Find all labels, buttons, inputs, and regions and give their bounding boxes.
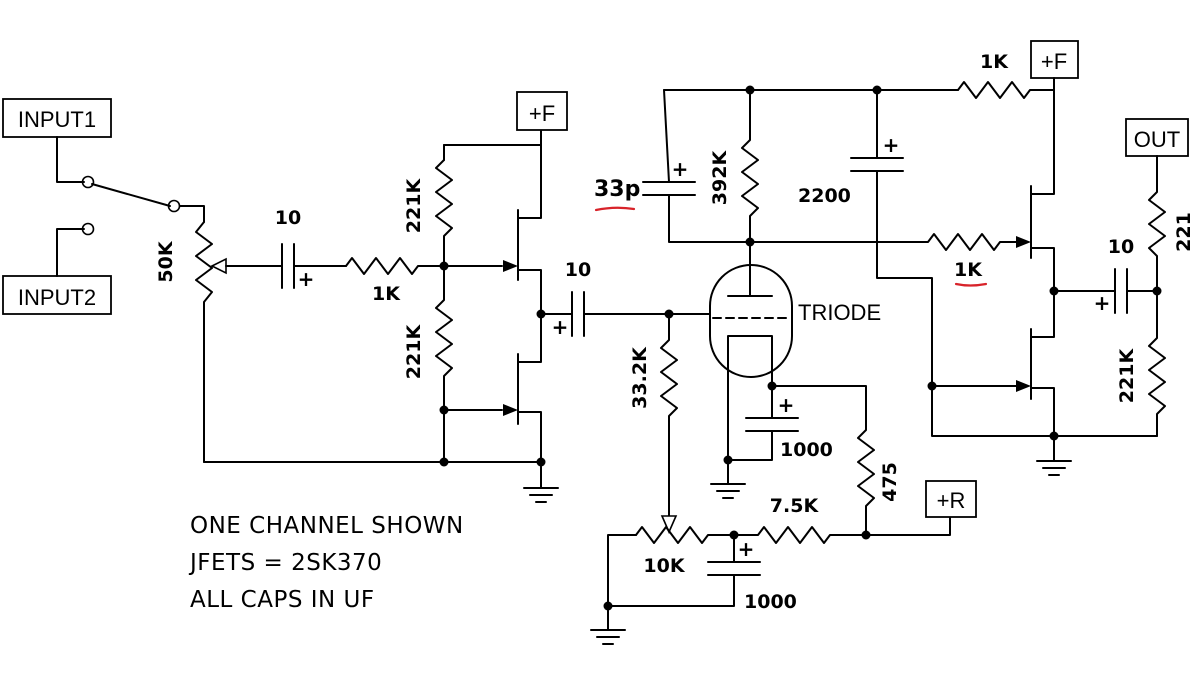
- cap-miller-value: 33p: [594, 177, 640, 202]
- input1-terminal: INPUT1: [2, 98, 112, 138]
- cap-output-value: 10: [1108, 236, 1134, 258]
- res-grid-bias-value: 33.2K: [629, 346, 651, 409]
- tube-label: TRIODE: [798, 300, 881, 325]
- supply-r-label: +R: [937, 488, 966, 513]
- supply-bypass-capacitor: + 2200: [798, 89, 933, 387]
- feed-resistor: 1K: [876, 51, 1055, 99]
- output-series-resistor: 221: [1148, 155, 1195, 292]
- note-line-3: ALL CAPS IN UF: [190, 587, 375, 613]
- input1-label: INPUT1: [18, 107, 96, 132]
- cap-bypass-value: 2200: [798, 185, 851, 207]
- cap-cathode-value: 1000: [780, 439, 833, 461]
- pot-bias-value: 10K: [643, 555, 685, 577]
- supply-r-terminal: +R: [925, 480, 977, 518]
- output-coupling-capacitor: 10 +: [1094, 236, 1135, 315]
- notes-block: ONE CHANNEL SHOWN JFETS = 2SK370 ALL CAP…: [188, 513, 464, 613]
- supply-f-right-terminal: +F: [1030, 40, 1079, 79]
- ground-symbol-cathode: [710, 459, 746, 499]
- jfet-lower-output: [931, 290, 1055, 437]
- plus-mark: +: [552, 315, 569, 339]
- res-bias-top-value: 221K: [403, 178, 425, 234]
- output-gate-resistor: 1K: [749, 233, 1031, 287]
- supply-f-left-terminal: +F: [516, 91, 568, 131]
- plus-mark: +: [738, 537, 755, 561]
- jfet-lower-input: [443, 313, 542, 463]
- input2-terminal: INPUT2: [2, 275, 112, 315]
- res-gate-value: 1K: [372, 283, 401, 305]
- output-label: OUT: [1134, 127, 1180, 152]
- plus-mark: +: [883, 133, 900, 157]
- res-supply-value: 7.5K: [770, 495, 820, 517]
- cap-coupling-value: 10: [565, 259, 591, 281]
- plus-mark: +: [672, 157, 689, 181]
- res-output-series-value: 221: [1173, 212, 1195, 252]
- input2-label: INPUT2: [18, 285, 96, 310]
- supply-resistor: 7.5K: [733, 495, 867, 544]
- bias-resistor-bottom: 221K: [403, 265, 453, 411]
- note-line-2: JFETS = 2SK370: [188, 550, 382, 576]
- ground-symbol-output: [1036, 435, 1072, 476]
- output-shunt-resistor: 221K: [1116, 290, 1166, 437]
- res-output-shunt-value: 221K: [1116, 348, 1138, 404]
- res-cathode-value: 475: [879, 462, 901, 502]
- gate-resistor: 1K: [345, 257, 445, 305]
- ground-symbol-left: [523, 461, 559, 503]
- plus-mark: +: [778, 393, 795, 417]
- jfet-upper-output: [1030, 89, 1055, 292]
- cap-input-value: 10: [275, 207, 301, 229]
- grid-bias-resistor: 33.2K: [629, 313, 678, 534]
- bias-potentiometer: 10K: [635, 526, 735, 577]
- cathode-bypass-capacitor: + 1000: [727, 385, 833, 461]
- supply-f-right-label: +F: [1041, 49, 1067, 74]
- plus-mark: +: [1094, 291, 1111, 315]
- jfet-upper-input: [443, 144, 542, 315]
- res-plate-value: 392K: [709, 150, 731, 206]
- supply-filter-capacitor: + 1000: [607, 534, 797, 613]
- res-out-gate-value: 1K: [954, 259, 983, 281]
- plate-resistor: 392K: [709, 89, 759, 243]
- input-selector-switch: [56, 136, 205, 277]
- output-terminal: OUT: [1125, 118, 1189, 157]
- cathode-resistor: 475: [771, 385, 901, 536]
- res-feed-value: 1K: [980, 51, 1009, 73]
- ground-symbol-bias: [590, 605, 626, 645]
- input-coupling-capacitor: 10 +: [275, 207, 315, 291]
- pot-volume-value: 50K: [155, 240, 177, 282]
- note-line-1: ONE CHANNEL SHOWN: [190, 513, 464, 539]
- triode-tube: TRIODE: [709, 241, 881, 461]
- bias-resistor-top: 221K: [403, 159, 453, 267]
- plus-mark: +: [298, 267, 315, 291]
- volume-potentiometer: 50K: [155, 221, 227, 463]
- grid-coupling-capacitor: 10 +: [552, 259, 592, 339]
- supply-f-left-label: +F: [529, 101, 555, 126]
- res-bias-bottom-value: 221K: [403, 324, 425, 380]
- miller-capacitor: + 33p: [594, 89, 751, 243]
- cap-supply-value: 1000: [744, 591, 797, 613]
